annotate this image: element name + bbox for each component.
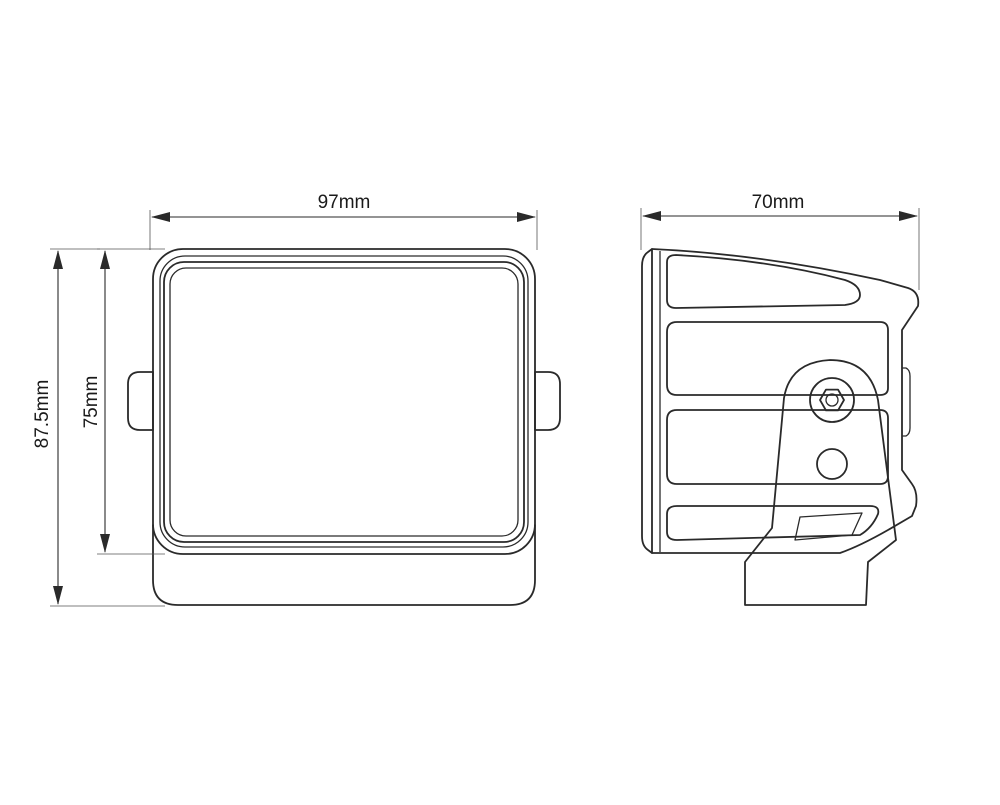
dim-front-total-height: 87.5mm [32,248,165,607]
side-fin-4 [666,505,880,541]
front-view [127,248,561,606]
dim-label-70mm: 70mm [752,192,805,213]
side-bracket-hole [816,448,848,480]
side-rear-bump [902,367,911,437]
side-bracket-slot [794,512,863,541]
front-lens-inner [169,267,519,537]
side-front-face [641,248,653,554]
front-lens-outer [163,261,525,543]
side-fin-1 [666,254,861,309]
front-left-knob [127,371,154,431]
dim-label-87-5mm: 87.5mm [32,380,53,449]
front-base [152,524,536,606]
front-right-knob [534,371,561,431]
side-fin-2 [666,321,889,396]
dim-label-97mm: 97mm [318,192,371,213]
hex-bolt-icon [819,388,845,412]
side-housing-outline [651,248,920,554]
dim-front-inner-height: 75mm [81,248,165,555]
front-bezel [159,255,529,548]
front-housing-outer [152,248,536,555]
side-view [641,248,920,606]
side-bracket-bolt-ring [809,377,855,423]
dim-front-width: 97mm [149,192,538,250]
side-mounting-bracket [744,359,897,606]
dim-side-depth: 70mm [640,192,920,290]
dim-label-75mm: 75mm [81,376,102,429]
